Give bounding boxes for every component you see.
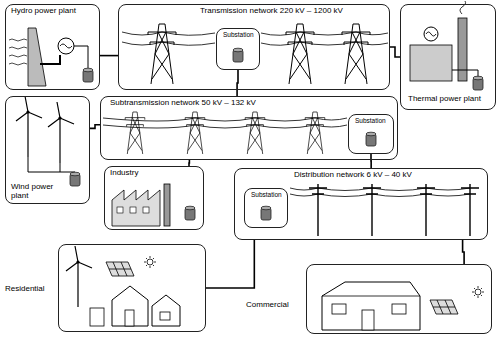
network-box: Distribution network 6 kV – 40 kV Substat…: [234, 168, 488, 240]
residential-drawing: [90, 308, 104, 326]
consumer-box: Residential: [58, 244, 206, 332]
box-label: Substation: [354, 117, 387, 124]
box-label: Thermal power plant: [407, 95, 482, 104]
commercial-drawing: [322, 282, 420, 330]
box-label: Distribution network 6 kV – 40 kV: [293, 171, 413, 180]
power-line: [90, 125, 100, 129]
residential-drawing: [125, 310, 134, 326]
commercial-drawing: [322, 282, 484, 330]
residential-drawing: [152, 295, 180, 326]
consumer-box: Commercial: [306, 264, 492, 334]
power-line: [390, 47, 400, 57]
residential-drawing: [112, 286, 148, 326]
substation-box: Substation: [348, 114, 394, 154]
power-line: [370, 154, 372, 168]
thermal-plant-drawing: [424, 27, 438, 41]
subtransmission-lines-drawing: [185, 112, 205, 154]
thermal-plant-drawing: [473, 76, 483, 90]
distribution-lines-drawing: [417, 184, 435, 236]
network-box: Transmission network 220 kV – 1200 kV Sub…: [118, 4, 390, 90]
subtransmission-lines-drawing: [245, 112, 265, 154]
thermal-plant-drawing: [452, 70, 478, 77]
thermal-plant-drawing: [458, 18, 467, 81]
factory-drawing: [112, 190, 160, 226]
consumer-box: Industry: [104, 166, 204, 230]
wind-plant-drawing: [70, 172, 80, 186]
hydro-plant-drawing: [74, 46, 88, 68]
substation-box: Substation: [244, 188, 288, 228]
residential-drawing: [66, 246, 92, 307]
hydro-plant-drawing: [83, 68, 93, 82]
hydro-plant-drawing: [9, 39, 27, 65]
wind-plant-drawing: [16, 96, 80, 186]
thermal-plant-drawing: [460, 1, 466, 14]
hydro-plant-drawing: [28, 28, 46, 86]
plant-box: Hydro power plant: [5, 4, 100, 90]
commercial-drawing: [362, 310, 374, 330]
factory-drawing: [185, 206, 195, 220]
box-label: Transmission network 220 kV – 1200 kV: [199, 7, 344, 16]
wind-plant-drawing: [28, 157, 75, 172]
thermal-plant-drawing: [410, 1, 483, 90]
residential-drawing: [144, 256, 156, 268]
factory-drawing: [112, 184, 195, 226]
substation-box: Substation: [216, 28, 260, 70]
box-label: Subtransmission network 50 kV – 132 kV: [109, 99, 257, 108]
wind-plant-drawing: [16, 96, 42, 157]
subtransmission-lines-drawing: [305, 112, 325, 154]
box-label: Substation: [250, 191, 283, 198]
box-label: Industry: [109, 169, 139, 178]
power-line: [236, 70, 239, 96]
power-line: [206, 240, 254, 288]
plant-box: Wind power plant: [5, 96, 90, 204]
distribution-lines-drawing: [290, 188, 470, 197]
distribution-lines-drawing: [363, 184, 381, 236]
network-box: Subtransmission network 50 kV – 132 kV Su…: [100, 96, 398, 160]
commercial-drawing: [392, 304, 406, 314]
transmission-lines-drawing: [122, 24, 388, 84]
hydro-plant-drawing: [58, 38, 74, 54]
transmission-lines-drawing: [233, 48, 243, 62]
subtransmission-lines-drawing: [125, 112, 145, 154]
commercial-drawing: [322, 296, 420, 297]
factory-drawing: [164, 184, 170, 226]
subtransmission-lines-drawing: [366, 132, 376, 146]
distribution-lines-drawing: [261, 184, 479, 236]
distribution-lines-drawing: [309, 184, 327, 236]
box-label: Wind power plant: [10, 183, 62, 201]
outside-label: Residential: [4, 285, 46, 294]
subtransmission-lines-drawing: [103, 112, 376, 154]
thermal-plant-drawing: [410, 45, 452, 81]
hydro-plant-drawing: [60, 44, 72, 48]
wind-plant-drawing: [48, 102, 74, 163]
transmission-lines-drawing: [122, 32, 388, 45]
factory-drawing: [130, 207, 136, 213]
transmission-lines-drawing: [286, 24, 314, 84]
factory-drawing: [117, 207, 123, 213]
commercial-drawing: [332, 304, 346, 314]
box-label: Hydro power plant: [10, 7, 77, 16]
power-line: [100, 55, 118, 57]
plant-box: Thermal power plant: [400, 4, 496, 110]
residential-drawing: [160, 312, 170, 320]
residential-drawing: [66, 246, 180, 326]
thermal-plant-drawing: [426, 32, 436, 36]
residential-drawing: [106, 262, 134, 276]
commercial-drawing: [472, 286, 484, 298]
box-label: Substation: [222, 31, 255, 38]
distribution-lines-drawing: [461, 184, 479, 236]
hydro-plant-drawing: [40, 55, 60, 64]
outside-label: Commercial: [245, 301, 290, 310]
factory-drawing: [143, 207, 149, 213]
commercial-drawing: [430, 300, 458, 314]
subtransmission-lines-drawing: [103, 118, 347, 128]
distribution-lines-drawing: [261, 206, 271, 220]
hydro-plant-drawing: [9, 28, 93, 86]
transmission-lines-drawing: [148, 24, 176, 84]
transmission-lines-drawing: [342, 24, 370, 84]
power-line: [463, 240, 465, 264]
